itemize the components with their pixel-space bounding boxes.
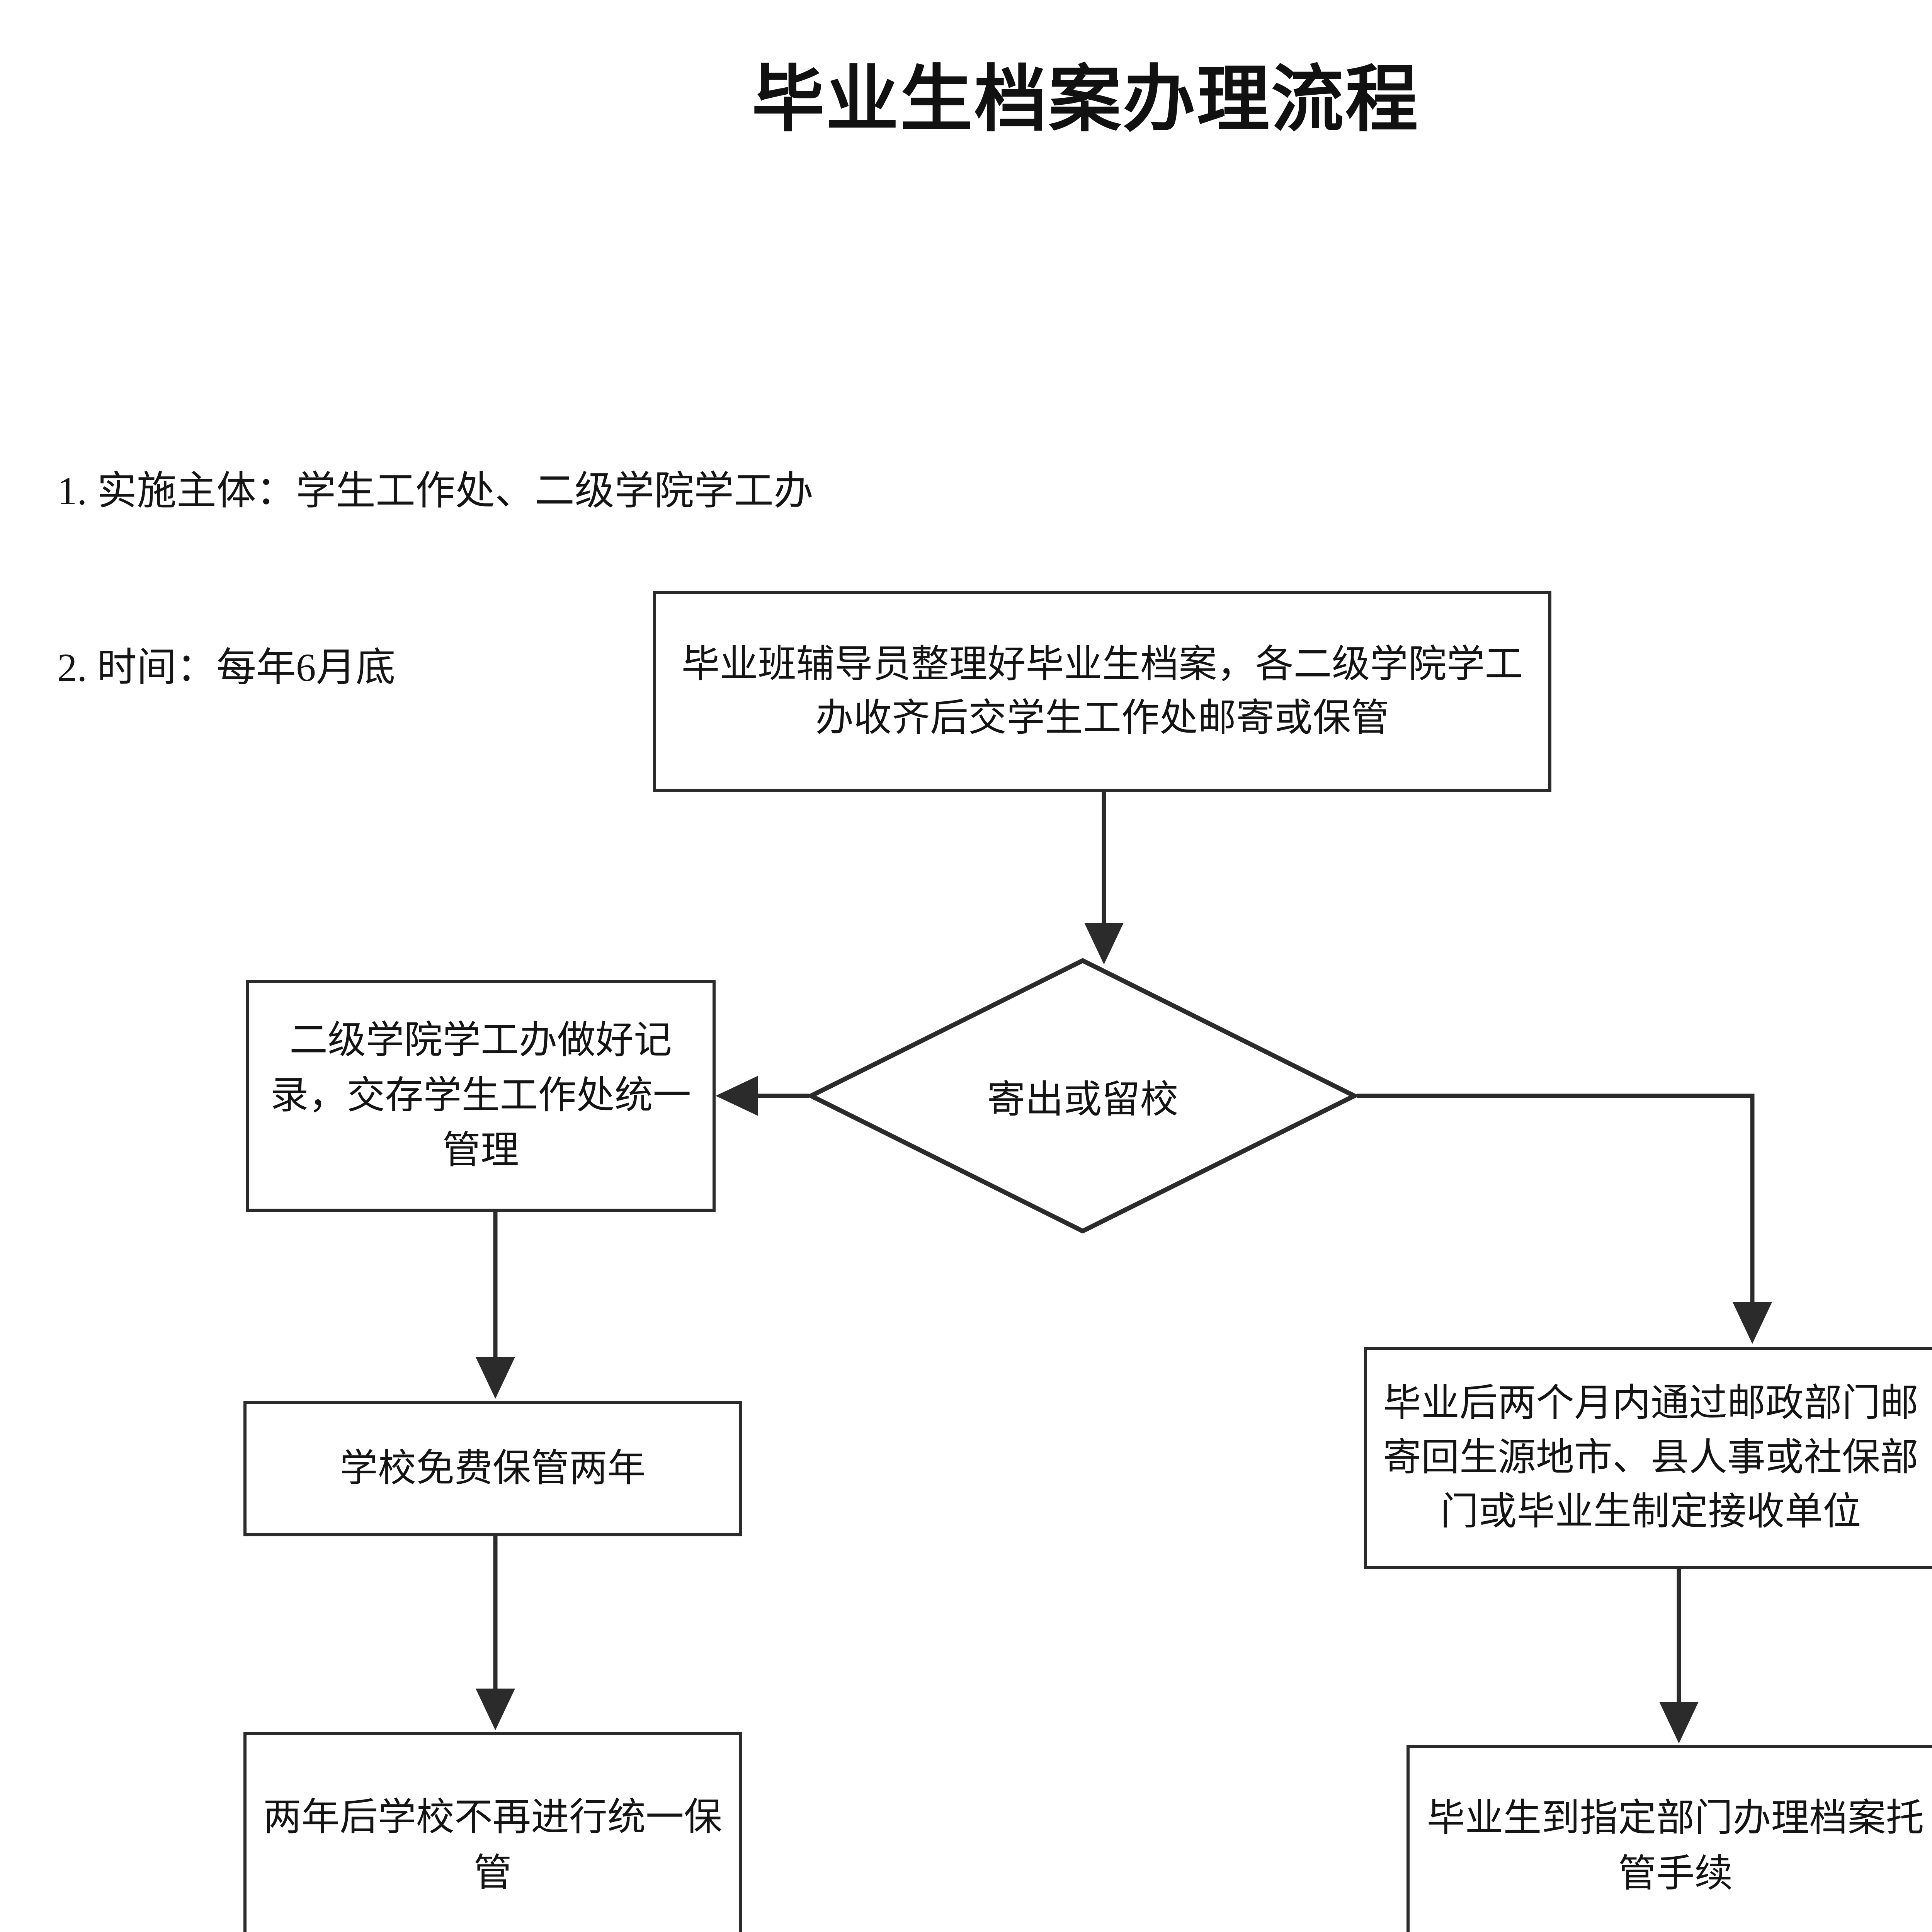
edge-decision-to-left-record [716, 1076, 809, 1116]
flow-node-left-record-label: 二级学院学工办做好记录，交存学生工作处统一管理 [270, 1019, 691, 1172]
intro-note-line-1: 1. 实施主体：学生工作处、二级学院学工办 [57, 469, 813, 513]
flow-node-decision-label: 寄出或留校 [987, 1079, 1179, 1121]
flow-node-mail-out[interactable]: 毕业后两个月内通过邮政部门邮寄回生源地市、县人事或社保部门或毕业生制定接收单位 [1364, 1347, 1932, 1569]
flow-node-decision[interactable]: 寄出或留校 [809, 958, 1357, 1233]
flow-node-mail-out-label: 毕业后两个月内通过邮政部门邮寄回生源地市、县人事或社保部门或毕业生制定接收单位 [1383, 1382, 1918, 1533]
page-title: 毕业生档案办理流程 [752, 57, 1420, 142]
edge-free-keep-to-after-two-years [476, 1536, 515, 1730]
flow-node-after-two-years[interactable]: 两年后学校不再进行统一保管 [243, 1732, 742, 1932]
flow-node-custody[interactable]: 毕业生到指定部门办理档案托管手续 [1406, 1745, 1932, 1932]
edge-decision-to-mail-out [1357, 1094, 1772, 1344]
flow-node-left-record[interactable]: 二级学院学工办做好记录，交存学生工作处统一管理 [246, 980, 716, 1212]
edge-mail-out-to-custody [1659, 1569, 1699, 1743]
edge-left-record-to-free-keep [476, 1212, 515, 1399]
flow-node-after-two-years-label: 两年后学校不再进行统一保管 [263, 1796, 722, 1894]
diamond-shape [809, 958, 1357, 1233]
intro-notes: 1. 实施主体：学生工作处、二级学院学工办 2. 时间：每年6月底 [57, 344, 813, 815]
flow-node-free-keep-label: 学校免费保管两年 [340, 1447, 646, 1490]
flow-node-free-keep[interactable]: 学校免费保管两年 [243, 1401, 742, 1536]
intro-note-line-2: 2. 时间：每年6月底 [57, 646, 396, 690]
flow-node-custody-label: 毕业生到指定部门办理档案托管手续 [1427, 1797, 1924, 1895]
edge-start-to-decision [1084, 792, 1124, 964]
flow-node-start-label: 毕业班辅导员整理好毕业生档案，各二级学院学工办收齐后交学生工作处邮寄或保管 [681, 643, 1523, 739]
flow-node-start[interactable]: 毕业班辅导员整理好毕业生档案，各二级学院学工办收齐后交学生工作处邮寄或保管 [653, 591, 1551, 792]
